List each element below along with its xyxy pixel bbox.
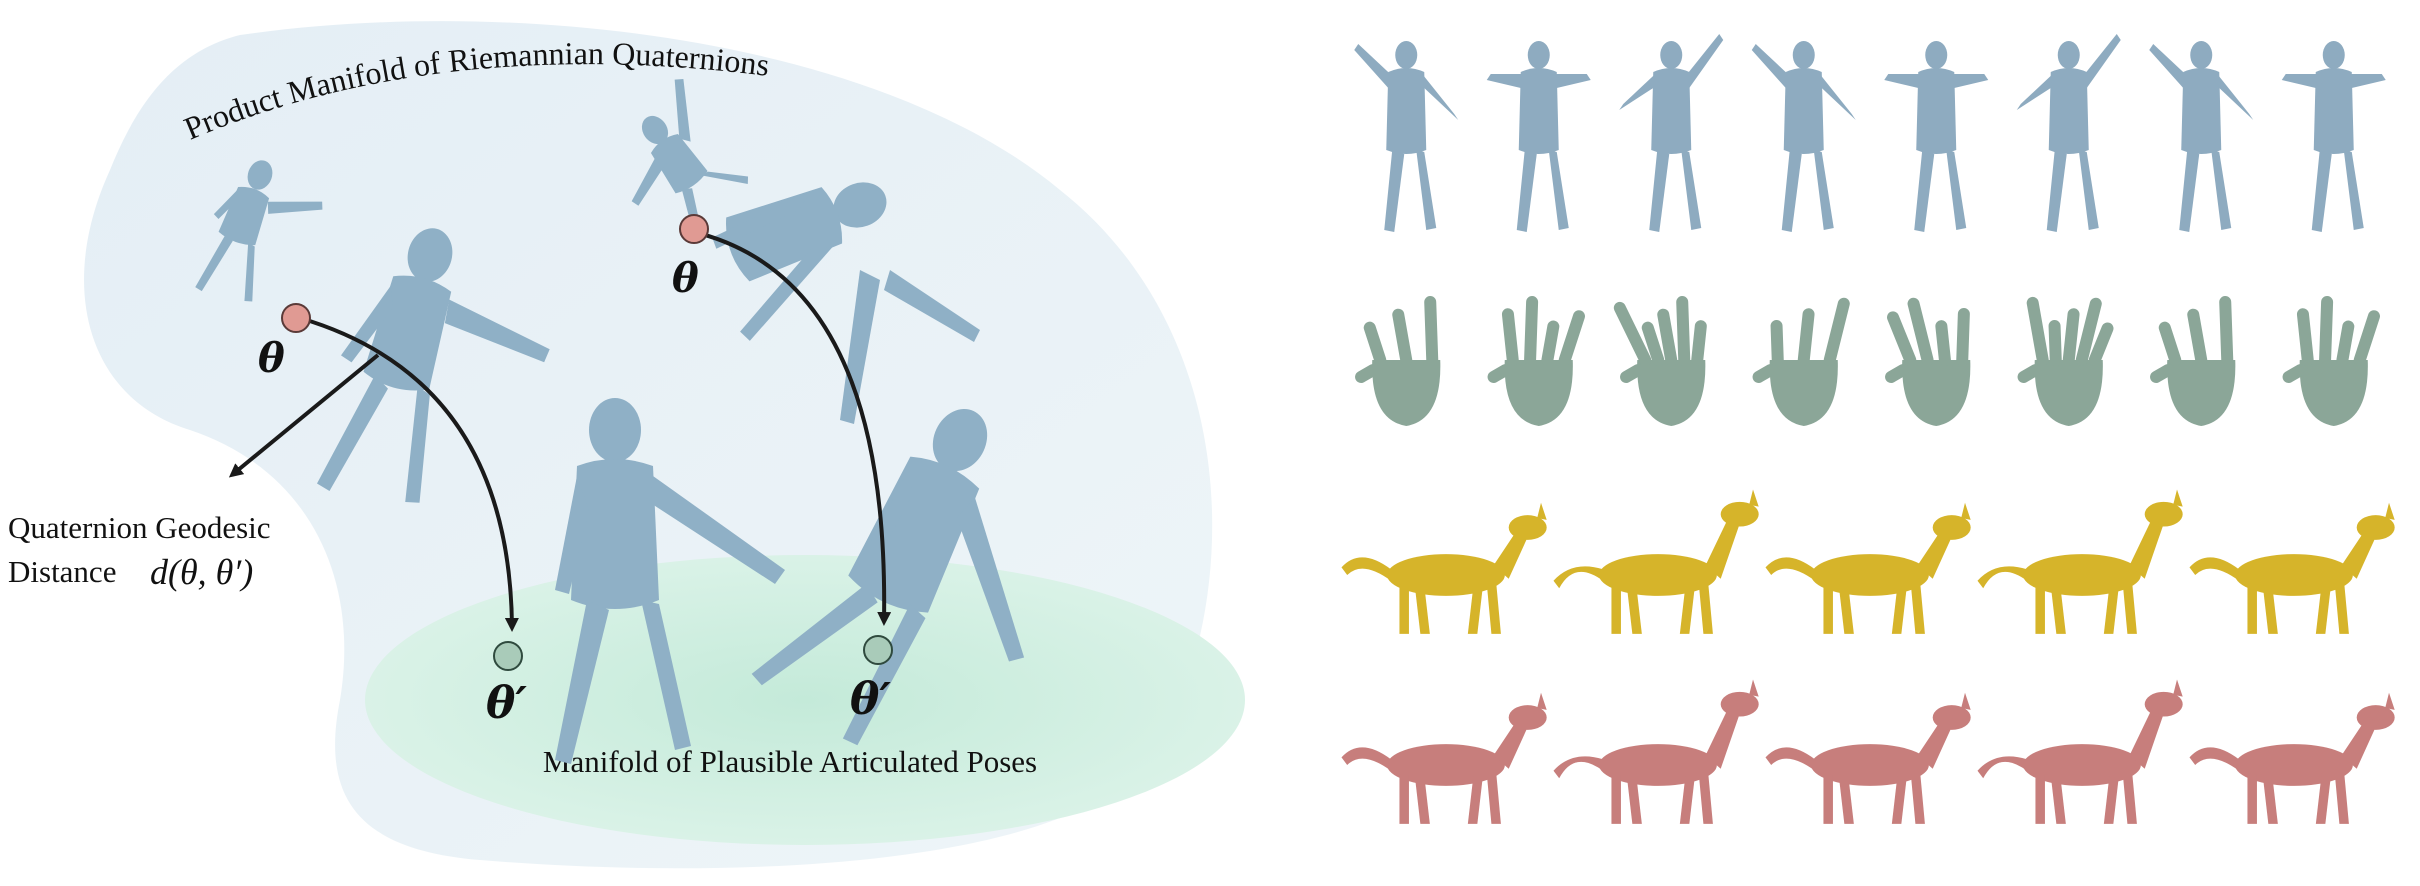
- dog-mesh: [1553, 489, 1759, 634]
- theta-prime-point-left: [493, 641, 523, 671]
- dog-mesh: [2189, 502, 2395, 634]
- human-mesh: [1619, 34, 1724, 232]
- human-mesh: [1884, 41, 1989, 232]
- plausible-manifold-label: Manifold of Plausible Articulated Poses: [543, 744, 1037, 779]
- human-mesh: [2281, 41, 2386, 232]
- animal-mesh: [1977, 679, 2183, 824]
- animal-mesh: [1765, 692, 1971, 824]
- manifold-diagram-svg: Product Manifold of Riemannian Quaternio…: [8, 21, 1245, 869]
- distance-formula: d(θ, θ′): [150, 552, 253, 592]
- body-mesh-small-left: [195, 160, 323, 302]
- animal-mesh: [1341, 692, 1547, 824]
- body-mesh-medium-left: [316, 228, 550, 503]
- human-mesh: [2149, 41, 2254, 232]
- hand-mesh: [1752, 297, 1850, 426]
- animal-mesh: [1553, 679, 1759, 824]
- human-mesh: [1751, 41, 1856, 232]
- body-mesh-tumbling: [631, 78, 749, 240]
- human-mesh: [2016, 34, 2121, 232]
- pose-gallery-svg: [1341, 34, 2395, 824]
- human-mesh: [1486, 41, 1591, 232]
- animal-mesh: [2189, 692, 2395, 824]
- hand-mesh: [1487, 296, 1585, 426]
- hand-mesh: [2017, 296, 2114, 426]
- body-meshes: [195, 78, 1025, 764]
- distance-label-line1: Quaternion Geodesic: [8, 510, 271, 545]
- pose-gallery: [1300, 0, 2420, 886]
- distance-label-line2: Distance: [8, 554, 116, 589]
- distance-arrow: [228, 353, 380, 478]
- theta-prime-label-left: θ′: [486, 678, 527, 729]
- geodesic-arrow-right: [693, 230, 892, 626]
- body-mesh-large-right: [751, 408, 1025, 746]
- hand-mesh: [2282, 296, 2380, 426]
- human-mesh: [1354, 41, 1459, 232]
- hand-mesh: [2150, 296, 2236, 426]
- geodesic-arrow-left: [299, 316, 519, 632]
- hand-mesh: [1885, 297, 1971, 426]
- hand-mesh: [1613, 296, 1707, 426]
- dog-mesh: [1977, 489, 2183, 634]
- theta-point-left: [281, 303, 311, 333]
- body-mesh-large-center: [555, 398, 785, 764]
- theta-prime-label-right: θ′: [850, 674, 891, 725]
- theta-label-right: θ: [672, 255, 699, 302]
- theta-label-left: θ: [258, 335, 285, 382]
- theta-prime-point-right: [863, 635, 893, 665]
- dog-mesh: [1765, 502, 1971, 634]
- dog-mesh: [1341, 502, 1547, 634]
- hand-mesh: [1355, 296, 1441, 426]
- manifold-diagram: Product Manifold of Riemannian Quaternio…: [8, 21, 1245, 869]
- theta-point-right: [679, 214, 709, 244]
